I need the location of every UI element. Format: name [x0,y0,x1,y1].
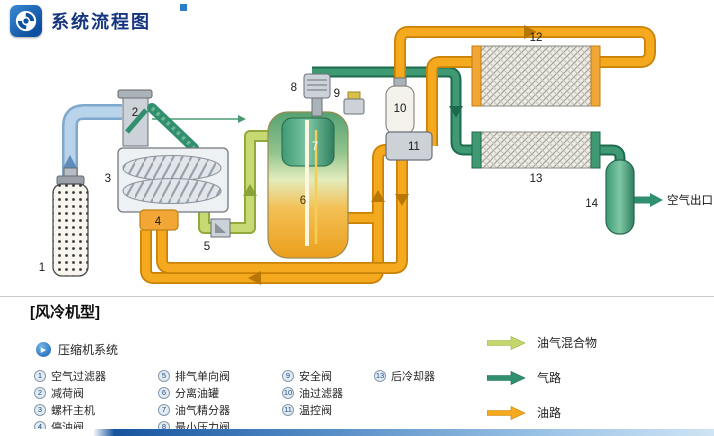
label-14: 14 [585,198,598,210]
label-5: 5 [204,241,210,253]
flow-arrow-icon [487,335,526,350]
label-8: 8 [291,82,297,94]
label-4: 4 [155,216,162,228]
label-7: 7 [312,141,318,153]
legend-item: 6 分离油罐 [158,386,230,400]
screw-compressor [117,147,229,213]
model-heading: [风冷机型] [30,304,100,321]
legend-label: 减荷阀 [51,387,84,400]
min-pressure-valve [303,73,331,117]
app-logo-icon [10,5,42,37]
label-6: 6 [300,195,306,207]
legend-number-badge: 5 [158,369,170,382]
legend-number-badge: 7 [158,403,170,416]
bottom-accent-bar [0,429,714,436]
section-divider [0,296,714,297]
legend-item: 11 温控阀 [282,403,343,417]
flow-legend-gas: 气路 [487,369,561,386]
legend-item: 10 油过滤器 [282,386,343,400]
legend-number-badge: 9 [282,369,294,382]
flow-arrow-icon [487,370,526,385]
flow-legend-oil: 油路 [487,404,561,421]
legend-item: 1 空气过滤器 [34,369,106,383]
flow-diagram: 空气出口 1 2 3 4 5 6 7 8 9 10 11 12 13 14 [39,25,713,285]
flow-legend-label: 油路 [537,406,562,420]
legend-number-badge: 6 [158,386,170,399]
after-cooler [471,131,601,169]
legend-item: 7 油气精分器 [158,403,230,417]
legend-item: 5 排气单向阀 [158,369,230,383]
label-10: 10 [394,103,407,115]
flow-legend-label: 油气混合物 [537,336,598,350]
legend-column-3: 9 安全阀 10 油过滤器 11 温控阀 [282,369,343,417]
compressor-system-label: 压缩机系统 [58,343,119,357]
legend-column-2: 5 排气单向阀 6 分离油罐 7 油气精分器 8 最小压力阀 [158,369,230,434]
label-12: 12 [530,32,543,44]
pipe-air-intake [62,104,122,178]
title-accent [180,4,187,11]
component-labels: 1 2 3 4 5 6 7 8 9 10 11 12 13 14 [39,32,599,274]
legend-item: 2 减荷阀 [34,386,106,400]
legend-label: 螺杆主机 [51,404,95,417]
separator-tank [267,111,349,259]
label-9: 9 [334,88,340,100]
air-outlet-arrow-icon [650,193,663,207]
swirl-icon [15,10,37,32]
label-2: 2 [132,107,138,119]
label-11: 11 [408,141,420,153]
air-outlet-label: 空气出口 [667,193,713,207]
legend-label: 后冷却器 [391,370,435,383]
legend-label: 安全阀 [299,370,332,383]
intake-passage [147,103,199,153]
legend-label: 分离油罐 [175,387,219,400]
flow-legend-label: 气路 [537,371,562,385]
legend-label: 油气精分器 [175,404,230,417]
legend-number-badge: 1 [34,369,46,382]
air-outlet: 空气出口 [650,193,713,207]
legend-column-4: 13 后冷却器 [374,369,435,383]
thermostatic-valve [385,131,433,161]
legend-label: 排气单向阀 [175,370,230,383]
legend-label: 温控阀 [299,404,332,417]
moisture-separator [605,159,635,235]
page-title: 系统流程图 [51,12,151,32]
play-icon: ▶ [36,342,51,357]
legend-number-badge: 2 [34,386,46,399]
flow-arrow-icon [487,405,526,420]
legend-number-badge: 10 [282,386,294,399]
compressor-system-link[interactable]: ▶ 压缩机系统 [36,341,118,358]
legend-item: 3 螺杆主机 [34,403,106,417]
flow-arrows [63,25,537,285]
label-13: 13 [530,173,543,185]
label-3: 3 [105,173,111,185]
header: 系统流程图 [10,4,187,37]
oil-filter [385,77,415,135]
legend-number-badge: 13 [374,369,386,382]
legend-number-badge: 3 [34,403,46,416]
legend-number-badge: 11 [282,403,294,416]
legend-item: 9 安全阀 [282,369,343,383]
label-1: 1 [39,262,45,274]
flow-legend-mixture: 油气混合物 [487,334,597,351]
legend-label: 空气过滤器 [51,370,106,383]
intake-valve [117,89,153,147]
oil-stop-valve [139,209,179,231]
legend-label: 油过滤器 [299,387,343,400]
discharge-check-valve [210,218,231,238]
air-filter [52,167,89,277]
legend-column-1: 1 空气过滤器 2 减荷阀 3 螺杆主机 4 停油阀 [34,369,106,434]
legend-item: 13 后冷却器 [374,369,435,383]
safety-valve [343,91,365,115]
oil-cooler [471,45,601,107]
